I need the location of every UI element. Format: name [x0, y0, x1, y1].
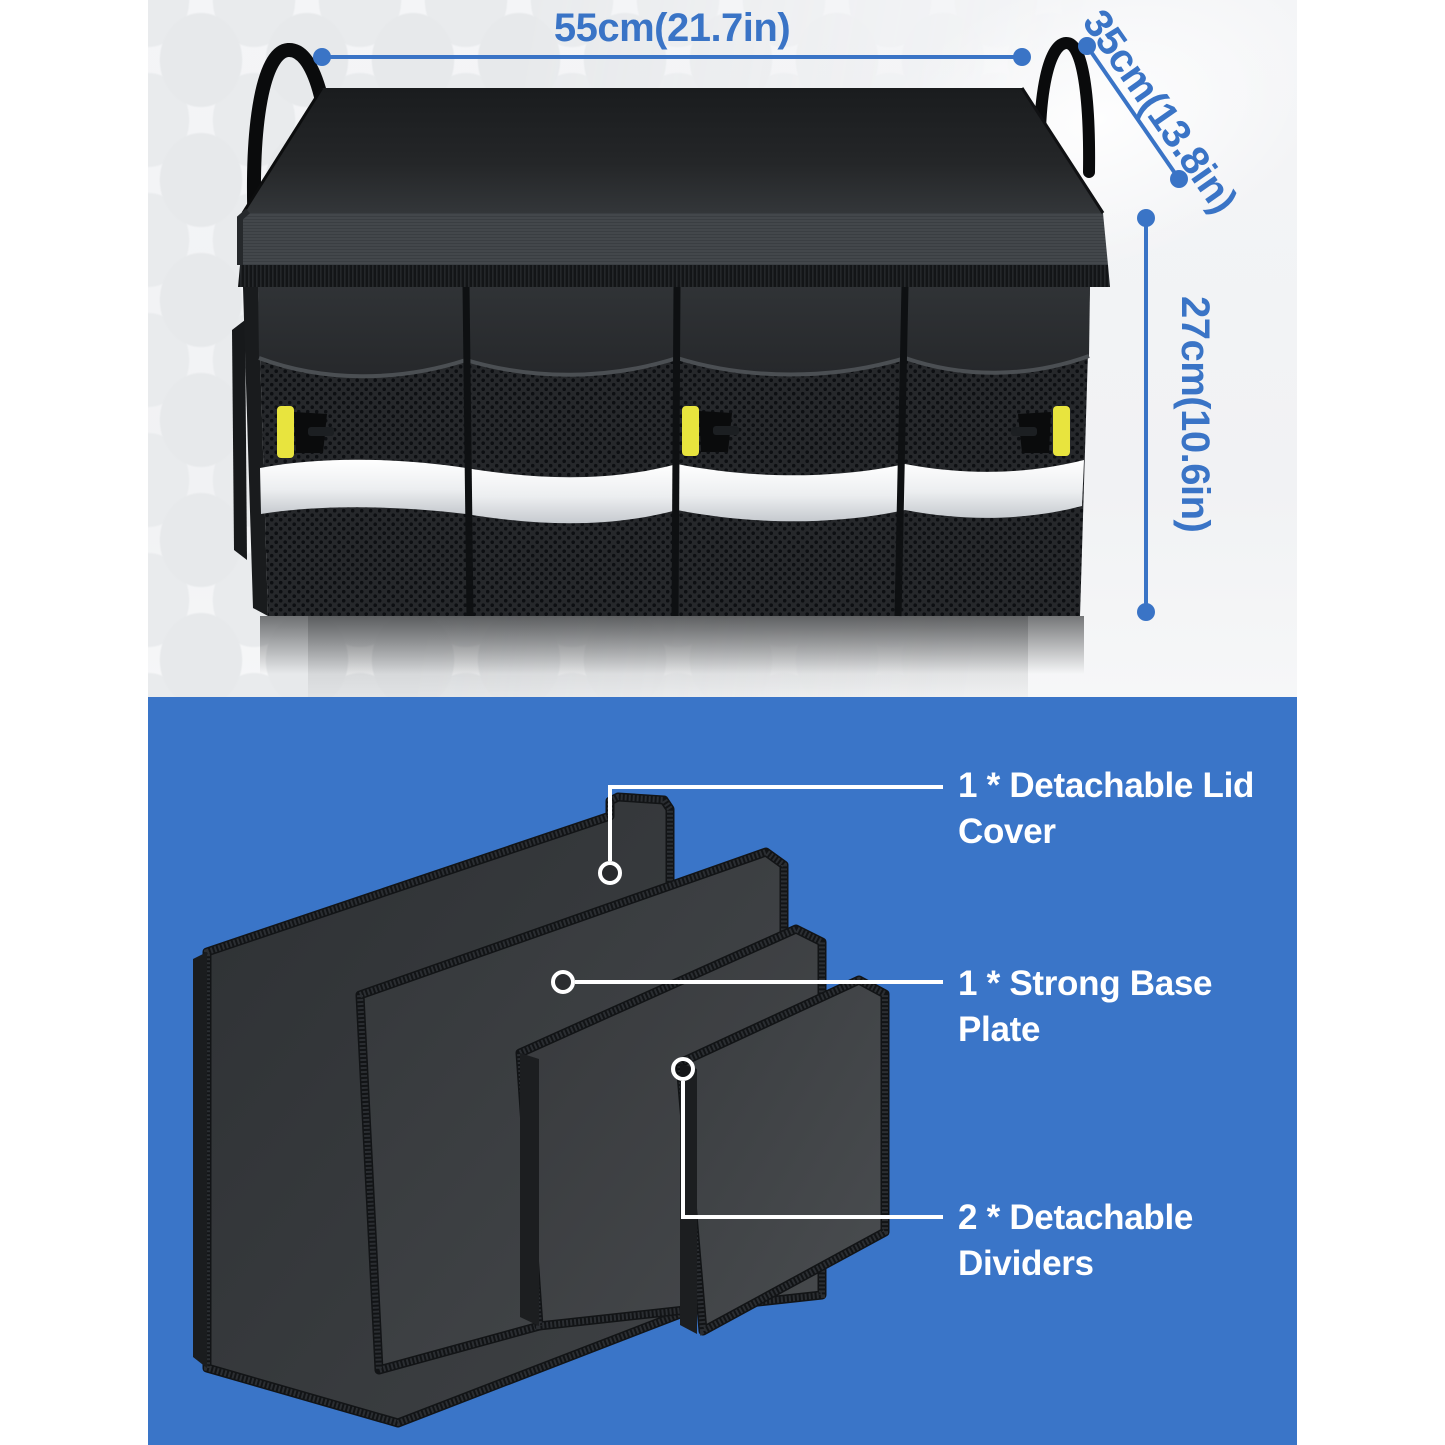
organizer-lid: [237, 87, 1110, 287]
pocket-band-1: [258, 286, 466, 377]
dividers-callout: [671, 1057, 943, 1219]
left-side-face: [243, 286, 268, 616]
panel-seam-2: [671, 285, 681, 617]
dimension-lines: [313, 37, 1188, 621]
height-dimension-line: [1137, 209, 1155, 621]
organizer-body: [232, 285, 1090, 617]
lid-trim-band: [238, 265, 1110, 287]
pocket-band-2: [466, 286, 677, 375]
pocket-edge-3: [676, 356, 906, 377]
pocket-band-3: [677, 286, 905, 375]
base-plate-callout: [551, 970, 943, 994]
lid-cover-label: 1 * Detachable Lid Cover: [958, 766, 1255, 851]
divider-panel-2: [675, 975, 890, 1336]
panel-seam-1: [462, 285, 474, 617]
pocket-edge-2: [465, 356, 678, 377]
reflective-stripe-3: [677, 464, 905, 522]
left-side-flap: [232, 320, 247, 560]
product-photo-section: 55cm(21.7in) 35cm(13.8in) 27cm(10.6in): [148, 0, 1297, 697]
right-handle: [1033, 37, 1096, 184]
lid-front-face: [240, 213, 1108, 265]
callout-lines: [551, 785, 943, 1219]
reflective-stripe-4: [905, 460, 1084, 518]
lid-cover-callout: [598, 785, 943, 885]
content-column: 55cm(21.7in) 35cm(13.8in) 27cm(10.6in): [148, 0, 1297, 1445]
width-dimension-label: 55cm(21.7in): [553, 6, 791, 50]
buckle-left: [277, 406, 334, 458]
pocket-edge-1: [258, 356, 467, 379]
depth-dimension-line: [1078, 37, 1188, 188]
buckle-right: [1011, 406, 1070, 456]
panel-seam-3: [894, 285, 909, 617]
components-illustration: [193, 785, 943, 1428]
lid-left-edge: [241, 87, 324, 214]
pocket-edge-4: [904, 354, 1090, 375]
components-section: 1 * Detachable Lid Cover 1 * Strong Base…: [148, 697, 1297, 1445]
dividers-label: 2 * Detachable Dividers: [958, 1198, 1194, 1283]
width-dimension-line: [313, 48, 1031, 66]
lid-right-edge: [1020, 87, 1105, 214]
lid-corner-binding: [237, 208, 250, 265]
base-plate-label: 1 * Strong Base Plate: [958, 964, 1213, 1049]
reflective-stripe-2: [466, 464, 677, 524]
trunk-organizer-illustration: [232, 37, 1188, 697]
lid-top-face: [243, 88, 1103, 213]
height-dimension-label: 27cm(10.6in): [1173, 296, 1217, 533]
product-shadow-soft: [308, 616, 1028, 697]
pocket-band-4: [905, 286, 1090, 373]
buckle-middle: [682, 406, 739, 456]
reflective-stripe-1: [260, 459, 466, 514]
